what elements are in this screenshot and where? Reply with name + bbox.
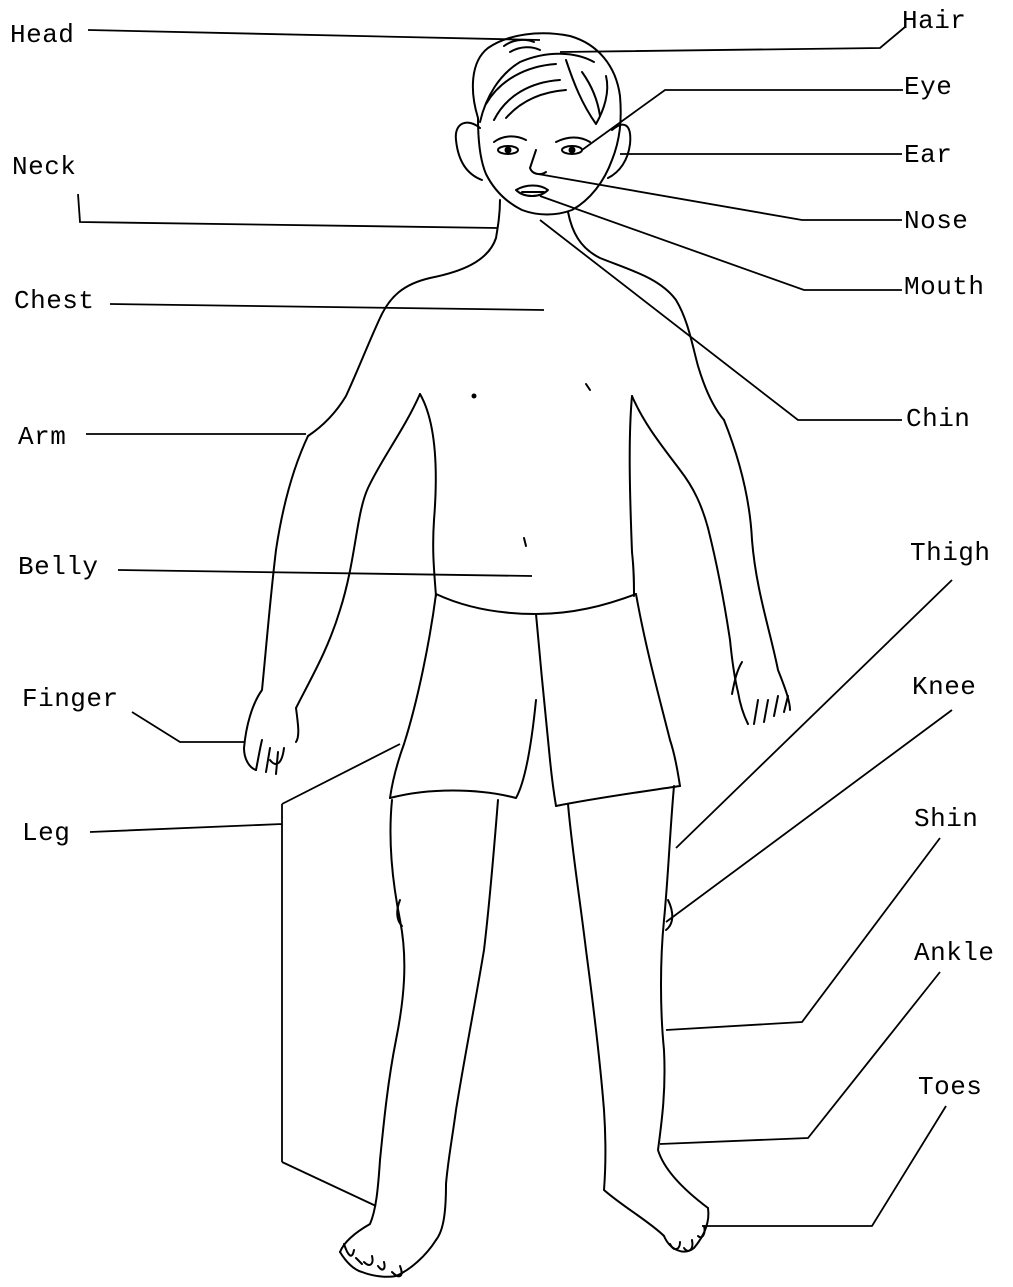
label-knee: Knee — [912, 674, 976, 700]
leader-hair — [560, 27, 905, 52]
arms-outline — [244, 394, 790, 774]
leader-shin — [666, 838, 940, 1030]
label-finger: Finger — [22, 686, 119, 712]
leader-neck — [78, 194, 498, 228]
label-neck: Neck — [12, 154, 76, 180]
label-thigh: Thigh — [910, 540, 991, 566]
leader-leg — [90, 744, 400, 1206]
label-hair: Hair — [902, 8, 966, 34]
label-chin: Chin — [906, 406, 970, 432]
label-shin: Shin — [914, 806, 978, 832]
leader-toes — [702, 1106, 946, 1226]
leader-belly — [118, 570, 532, 576]
leader-ankle — [660, 972, 940, 1144]
label-arm: Arm — [18, 424, 66, 450]
shorts-outline — [390, 594, 680, 806]
feet-outline — [340, 1208, 708, 1277]
label-toes: Toes — [918, 1074, 982, 1100]
label-head: Head — [10, 22, 74, 48]
leader-nose — [538, 174, 902, 220]
leader-mouth — [540, 196, 902, 290]
legs-outline — [340, 786, 708, 1252]
label-ear: Ear — [904, 142, 952, 168]
label-chest: Chest — [14, 288, 95, 314]
head-outline — [473, 33, 621, 214]
label-mouth: Mouth — [904, 274, 985, 300]
leader-head — [88, 30, 540, 40]
label-eye: Eye — [904, 74, 952, 100]
label-nose: Nose — [904, 208, 968, 234]
face-features — [494, 136, 590, 196]
leader-chin — [540, 220, 902, 420]
leader-thigh — [676, 580, 952, 848]
leader-finger — [132, 712, 244, 742]
label-ankle: Ankle — [914, 940, 995, 966]
ears-drawing — [456, 123, 630, 180]
leader-chest — [110, 304, 544, 310]
label-leg: Leg — [22, 820, 70, 846]
neck-torso-outline — [308, 200, 724, 596]
label-belly: Belly — [18, 554, 99, 580]
